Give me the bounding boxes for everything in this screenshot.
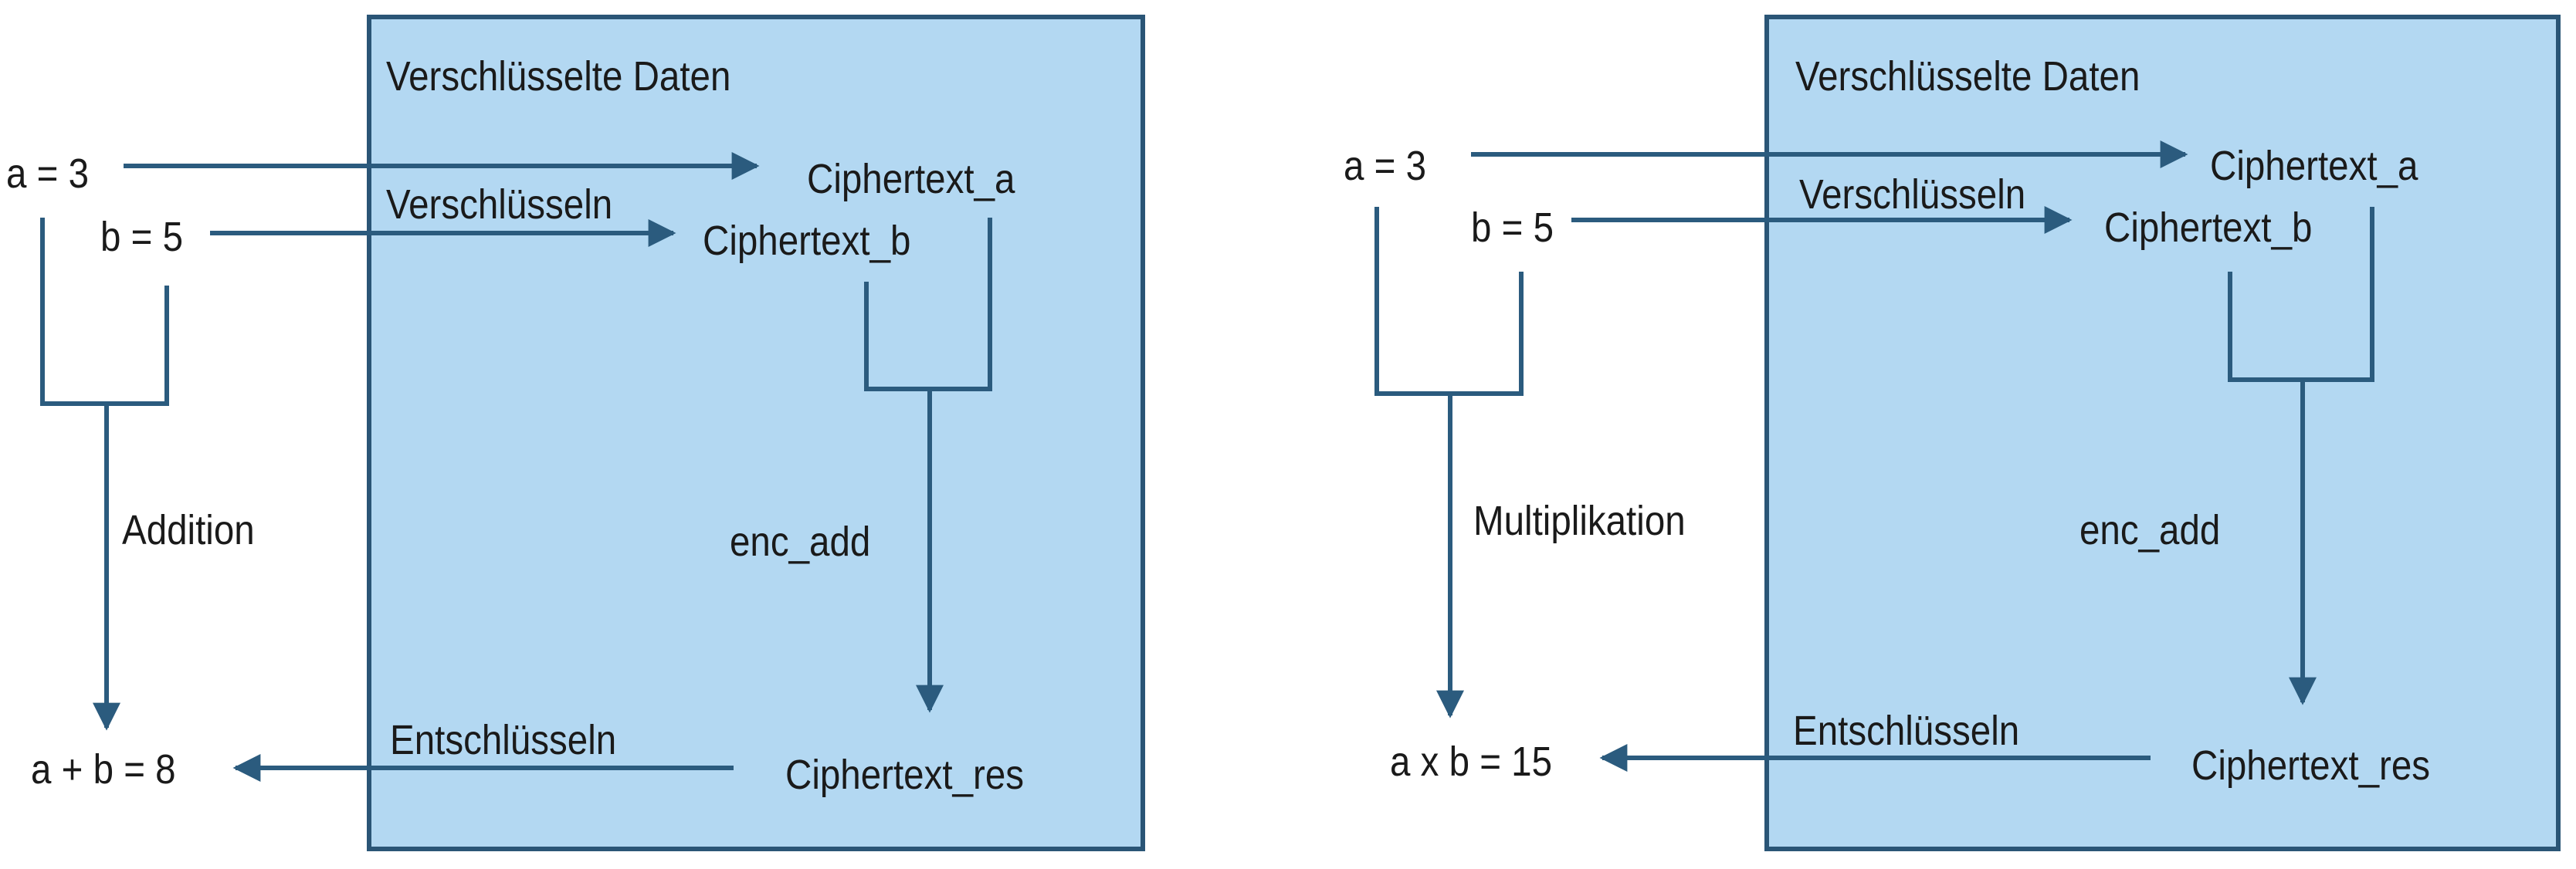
decrypt-label: Entschlüsseln bbox=[1793, 708, 2020, 754]
ciphertext-a-label: Ciphertext_a bbox=[2210, 143, 2418, 189]
ciphertext-result-label: Ciphertext_res bbox=[785, 752, 1025, 798]
plain-operation-label: Addition bbox=[122, 507, 255, 553]
plain-result-label: a x b = 15 bbox=[1390, 739, 1553, 785]
input-b-label: b = 5 bbox=[100, 214, 184, 260]
encrypt-label: Verschlüsseln bbox=[386, 181, 613, 228]
ciphertext-result-label: Ciphertext_res bbox=[2191, 742, 2431, 789]
box-title: Verschlüsselte Daten bbox=[386, 53, 731, 100]
input-a-label: a = 3 bbox=[6, 150, 90, 197]
input-b-label: b = 5 bbox=[1471, 205, 1554, 251]
encrypted-operation-label: enc_add bbox=[730, 519, 871, 565]
plain-operation-label: Multiplikation bbox=[1473, 498, 1686, 544]
panel-addition bbox=[40, 15, 1145, 851]
box-title: Verschlüsselte Daten bbox=[1795, 53, 2140, 100]
encrypted-operation-label: enc_add bbox=[2079, 507, 2221, 553]
decrypt-label: Entschlüsseln bbox=[390, 717, 617, 763]
input-a-label: a = 3 bbox=[1344, 143, 1427, 189]
panel-multiplication bbox=[1374, 15, 2561, 851]
ciphertext-b-label: Ciphertext_b bbox=[2104, 205, 2313, 251]
ciphertext-b-label: Ciphertext_b bbox=[703, 218, 911, 264]
plain-result-label: a + b = 8 bbox=[31, 746, 176, 793]
ciphertext-a-label: Ciphertext_a bbox=[807, 156, 1015, 202]
encrypt-label: Verschlüsseln bbox=[1799, 171, 2026, 218]
